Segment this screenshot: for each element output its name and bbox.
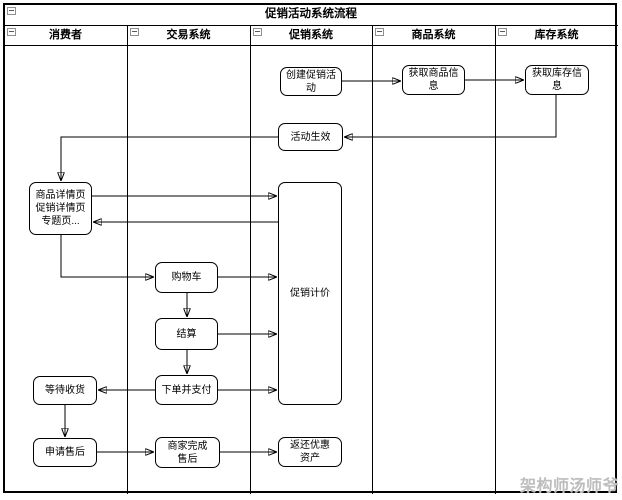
node-promo-pricing[interactable]: 促销计价 bbox=[278, 182, 342, 405]
node-cart[interactable]: 购物车 bbox=[155, 262, 218, 293]
node-apply-after-sales[interactable]: 申请售后 bbox=[33, 438, 97, 467]
lane-header-stock-system[interactable]: 库存系统 bbox=[534, 29, 579, 41]
node-order-pay[interactable]: 下单并支付 bbox=[155, 375, 218, 405]
lane-header-separator-line bbox=[4, 45, 618, 46]
lane-divider-4 bbox=[495, 25, 496, 494]
lane-header-promo-system[interactable]: 促销系统 bbox=[289, 29, 333, 41]
lane-stock-collapse-icon[interactable] bbox=[498, 28, 507, 36]
title-separator-line bbox=[4, 25, 618, 26]
node-return-promo-assets[interactable]: 返还优惠资产 bbox=[278, 437, 342, 467]
node-get-stock-info[interactable]: 获取库存信息 bbox=[525, 65, 589, 95]
node-detail-pages[interactable]: 商品详情页 促销详情页 专题页... bbox=[29, 182, 92, 235]
lane-header-consumer[interactable]: 消费者 bbox=[49, 29, 82, 41]
watermark-text: 架构师汤师爷 bbox=[519, 478, 619, 495]
lane-promo-collapse-icon[interactable] bbox=[253, 28, 262, 36]
lane-divider-2 bbox=[250, 25, 251, 494]
node-checkout[interactable]: 结算 bbox=[155, 318, 218, 350]
node-merchant-complete-after-sales[interactable]: 商家完成售后 bbox=[155, 437, 220, 468]
node-create-promo[interactable]: 创建促销活动 bbox=[280, 67, 342, 96]
node-get-product-info[interactable]: 获取商品信息 bbox=[402, 65, 465, 95]
lane-divider-1 bbox=[127, 25, 128, 494]
lane-divider-3 bbox=[372, 25, 373, 494]
node-activity-live[interactable]: 活动生效 bbox=[278, 123, 343, 151]
lane-header-trade-system[interactable]: 交易系统 bbox=[166, 29, 211, 41]
lane-consumer-collapse-icon[interactable] bbox=[7, 28, 16, 36]
lane-trade-collapse-icon[interactable] bbox=[130, 28, 139, 36]
diagram-title: 促销活动系统流程 bbox=[265, 8, 357, 20]
lane-header-product-system[interactable]: 商品系统 bbox=[411, 29, 456, 41]
lane-product-collapse-icon[interactable] bbox=[375, 28, 384, 36]
pool-collapse-icon[interactable] bbox=[7, 7, 16, 15]
node-wait-delivery[interactable]: 等待收货 bbox=[33, 376, 97, 405]
